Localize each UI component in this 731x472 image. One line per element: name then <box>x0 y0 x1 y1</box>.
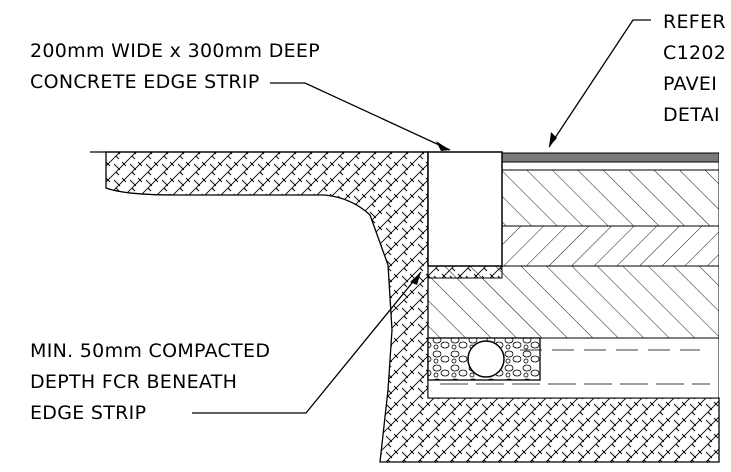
edge-strip-label-line1: 200mm WIDE x 300mm DEEP <box>30 40 320 62</box>
reference-label-line4: DETAI <box>663 104 720 126</box>
surface-seal-layer <box>501 152 719 163</box>
subsoil-drain-pipe <box>467 340 505 378</box>
reference-arrowhead <box>549 132 557 147</box>
reference-label-line3: PAVEI <box>663 73 717 95</box>
reference-label-line2: C1202 <box>663 42 726 64</box>
fcr-arrowhead <box>410 272 421 285</box>
concrete-edge-strip <box>427 151 503 267</box>
basecourse-layer <box>501 161 719 171</box>
reference-label-line1: REFER <box>663 11 726 33</box>
reference-leader <box>548 19 651 148</box>
fcr-leader <box>192 271 422 414</box>
fcr-bedding <box>427 265 503 279</box>
edge-strip-arrowhead <box>436 141 450 151</box>
compacted-soil-region <box>105 151 720 463</box>
upper-base-layer <box>501 169 719 227</box>
edge-strip-leader <box>270 82 451 151</box>
fcr-label-line3: EDGE STRIP <box>30 402 146 424</box>
fcr-label-line1: MIN. 50mm COMPACTED <box>30 340 270 362</box>
edge-strip-label-line2: CONCRETE EDGE STRIP <box>30 71 260 93</box>
fcr-label-line2: DEPTH FCR BENEATH <box>30 371 237 393</box>
